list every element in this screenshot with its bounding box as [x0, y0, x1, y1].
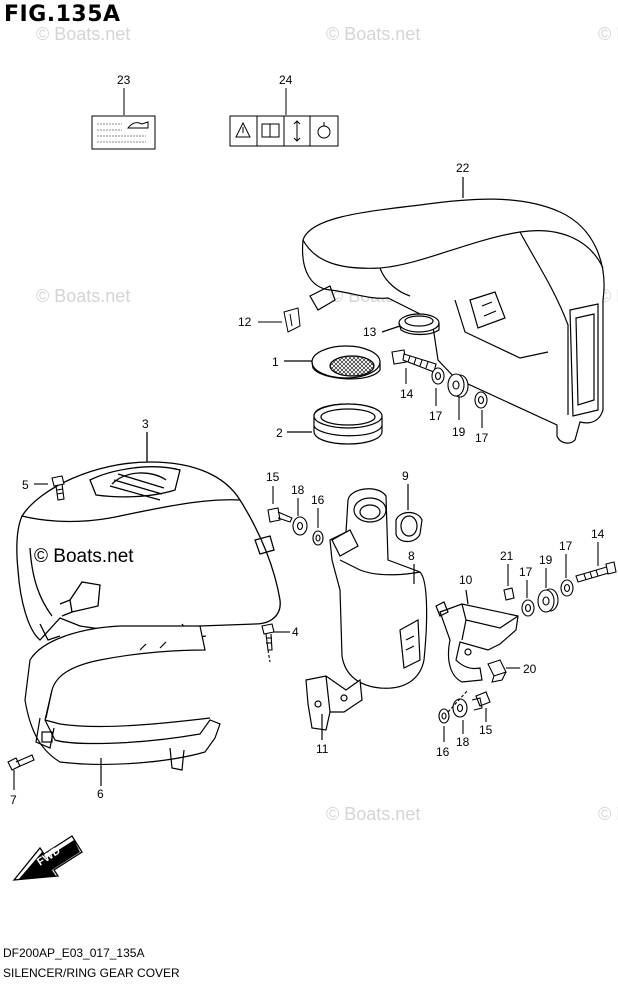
- silencer-case-drawing: [301, 177, 605, 444]
- seal-ring-2-drawing: [287, 403, 383, 445]
- fwd-arrow-icon: FWD: [12, 835, 83, 881]
- figure-name: SILENCER/RING GEAR COVER: [3, 966, 180, 980]
- callout-labels: 23 24 22 12 13 1 14 17 19 17 2 3 5 15 18…: [10, 73, 605, 807]
- callout-2: 2: [276, 426, 283, 440]
- ring-plate-6-drawing: [24, 625, 221, 786]
- callout-15: 15: [479, 723, 493, 737]
- watermark: © Boats.net: [598, 804, 618, 824]
- label-23-drawing: [91, 88, 156, 150]
- figure-title: FIG.135A: [4, 2, 121, 27]
- callout-16: 16: [311, 493, 325, 507]
- bolt-5-drawing: [34, 475, 65, 501]
- callout-1: 1: [272, 355, 279, 369]
- callout-23: 23: [117, 73, 131, 87]
- callout-15: 15: [266, 470, 280, 484]
- watermark: © Boats.net: [326, 24, 420, 44]
- callout-14: 14: [400, 387, 414, 401]
- label-24-drawing: [229, 88, 339, 147]
- callout-22: 22: [456, 161, 470, 175]
- callout-14: 14: [591, 527, 605, 541]
- callout-11: 11: [316, 742, 329, 756]
- mesh-filter-1-drawing: [284, 345, 381, 380]
- callout-17: 17: [475, 431, 489, 445]
- hardware-right-drawing: [503, 542, 617, 617]
- callout-7: 7: [10, 793, 17, 807]
- grommet-13-drawing: [381, 313, 440, 336]
- figure-code: DF200AP_E03_017_135A: [3, 946, 145, 960]
- bracket-10-drawing: [435, 589, 519, 683]
- watermark: © Boats.net: [36, 286, 130, 306]
- callout-19: 19: [452, 425, 466, 439]
- bolt-4-drawing: [261, 623, 290, 663]
- callout-4: 4: [292, 625, 299, 639]
- callout-13: 13: [363, 325, 377, 339]
- callout-17: 17: [559, 539, 573, 553]
- hardware-upper-drawing: [391, 349, 488, 428]
- ring-gear-cover-drawing: [16, 432, 281, 641]
- hardware-middle-drawing: [267, 486, 324, 546]
- callout-6: 6: [97, 787, 104, 801]
- callout-8: 8: [408, 549, 415, 563]
- watermark-large: © Boats.net: [34, 546, 134, 567]
- hardware-lower-drawing: [438, 689, 491, 742]
- bracket-11-drawing: [305, 675, 363, 740]
- callout-16: 16: [436, 745, 450, 759]
- callout-5: 5: [22, 478, 29, 492]
- watermark: © Boats.net: [326, 804, 420, 824]
- callout-19: 19: [539, 553, 553, 567]
- callout-9: 9: [402, 469, 409, 483]
- watermark: © Boats.net: [36, 24, 130, 44]
- callout-17: 17: [519, 565, 533, 579]
- clip-12-drawing: [258, 307, 301, 333]
- callout-17: 17: [429, 409, 443, 423]
- callout-10: 10: [459, 573, 473, 587]
- callout-3: 3: [142, 417, 149, 431]
- clip-20-drawing: [487, 659, 520, 683]
- callout-24: 24: [279, 73, 293, 87]
- callout-12: 12: [238, 315, 252, 329]
- callout-21: 21: [500, 549, 514, 563]
- silencer-body-drawing: [329, 484, 428, 689]
- bolt-7-drawing: [7, 754, 35, 790]
- callout-20: 20: [523, 662, 537, 676]
- callout-18: 18: [291, 483, 305, 497]
- watermark: © Boats.net: [598, 24, 618, 44]
- callout-18: 18: [456, 735, 470, 749]
